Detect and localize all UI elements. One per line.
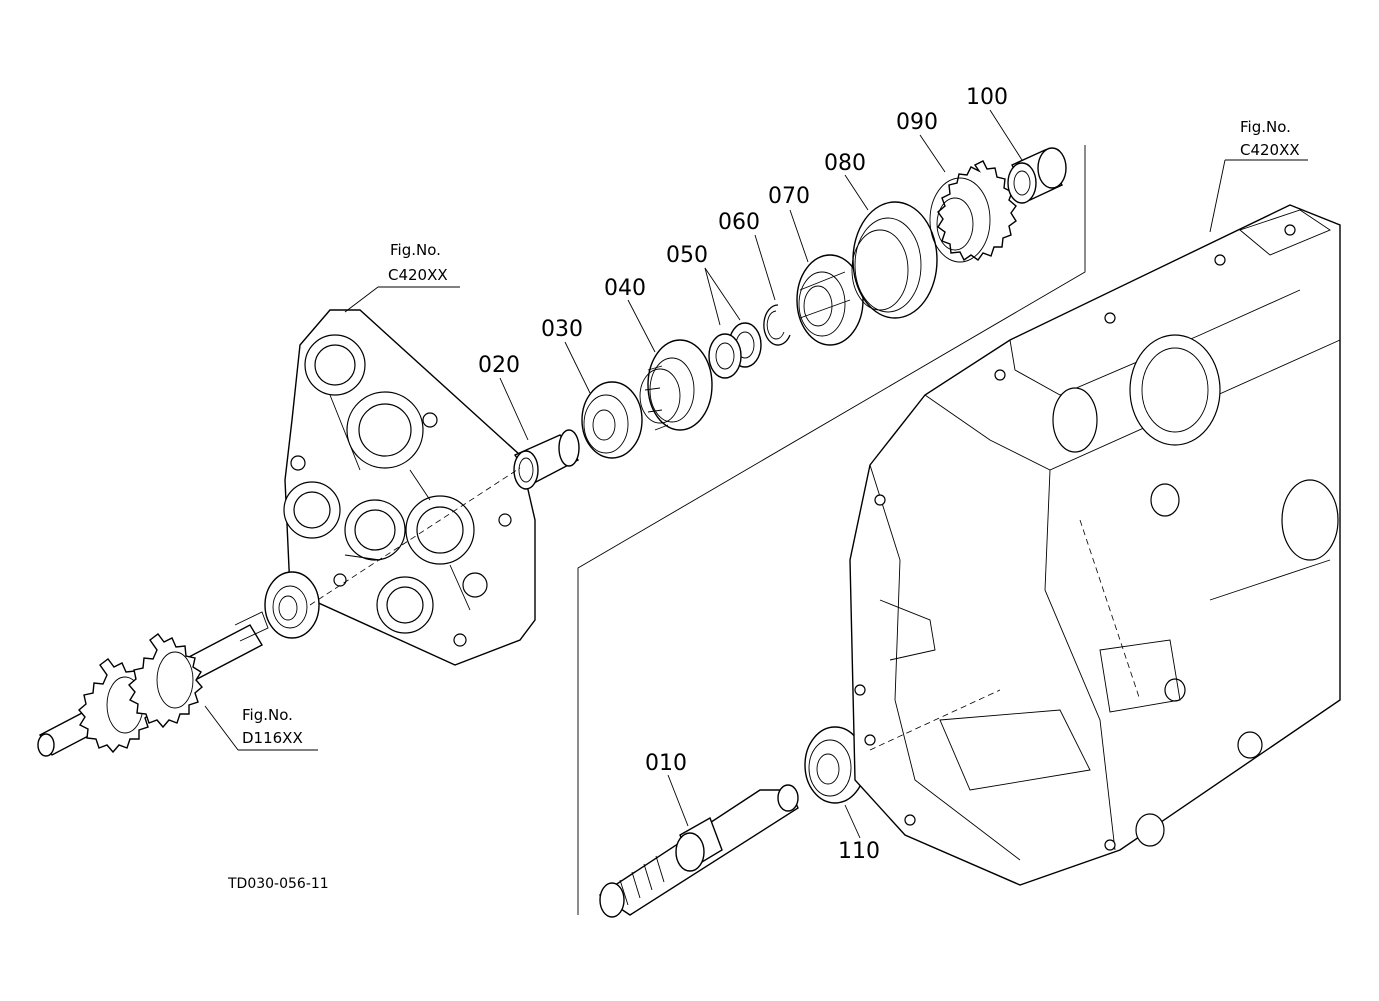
part-010-main-shaft xyxy=(598,784,799,918)
label-060: 060 xyxy=(718,210,760,235)
part-020-sleeve xyxy=(513,429,580,490)
drawing-code: TD030-056-11 xyxy=(227,876,329,892)
gear-shaft-assembly xyxy=(37,611,269,757)
part-060-snap-ring xyxy=(763,304,791,346)
fig-ref-gear-shaft: D116XX xyxy=(242,729,303,747)
fig-label-gear: Fig.No. xyxy=(242,706,293,724)
fig-ref-right-case: C420XX xyxy=(1240,141,1300,159)
fig-label-left: Fig.No. xyxy=(390,241,441,259)
label-090: 090 xyxy=(896,110,938,135)
part-040-gear xyxy=(639,339,713,431)
part-050-needle-bearings xyxy=(708,322,762,379)
fig-label-right: Fig.No. xyxy=(1240,118,1291,136)
label-030: 030 xyxy=(541,317,583,342)
alignment-lines xyxy=(309,467,1141,751)
part-080-shift-sleeve xyxy=(851,201,938,319)
left-cover-plate xyxy=(283,309,536,666)
fig-ref-left-case: C420XX xyxy=(388,266,448,284)
bearing-left-plate xyxy=(264,571,320,639)
part-100-needle-bearing xyxy=(1007,147,1067,204)
part-070-hub xyxy=(796,254,864,346)
label-100: 100 xyxy=(966,85,1008,110)
label-050: 050 xyxy=(666,243,708,268)
label-020: 020 xyxy=(478,353,520,378)
part-110-bearing xyxy=(804,726,866,804)
label-010: 010 xyxy=(645,751,687,776)
part-090-gear xyxy=(929,160,1017,263)
label-080: 080 xyxy=(824,151,866,176)
section-frame xyxy=(577,145,1086,915)
label-070: 070 xyxy=(768,184,810,209)
transmission-case xyxy=(849,204,1341,886)
label-040: 040 xyxy=(604,276,646,301)
label-110: 110 xyxy=(838,839,880,864)
part-030-bearing xyxy=(581,381,643,459)
leader-lines xyxy=(204,109,1308,839)
